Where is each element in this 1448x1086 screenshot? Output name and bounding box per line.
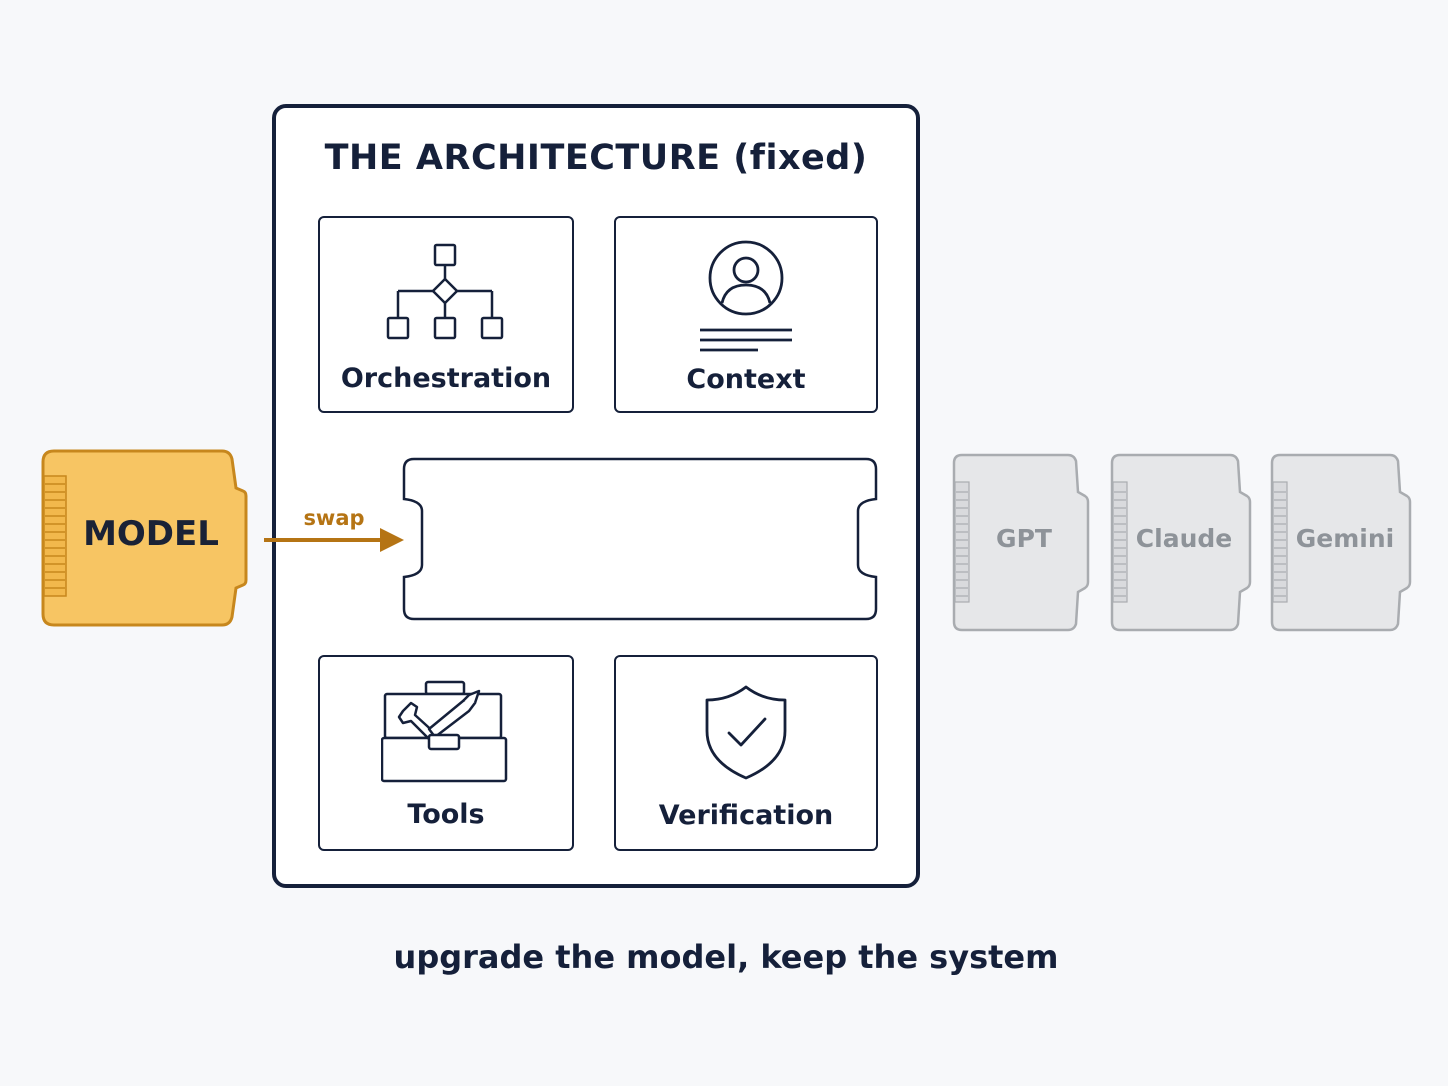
swap-label: swap bbox=[303, 506, 365, 530]
context-label: Context bbox=[686, 364, 806, 395]
context-card: Context bbox=[614, 216, 878, 413]
shield-check-icon bbox=[705, 685, 787, 780]
verification-card: Verification bbox=[614, 655, 878, 851]
model-cartridge[interactable] bbox=[40, 448, 262, 630]
gpt-cartridge[interactable] bbox=[950, 452, 1092, 634]
model-label: MODEL bbox=[83, 514, 219, 554]
caption: upgrade the model, keep the system bbox=[393, 938, 1059, 976]
architecture-title: THE ARCHITECTURE (fixed) bbox=[324, 138, 868, 178]
model-slot bbox=[402, 457, 878, 621]
gpt-label: GPT bbox=[996, 524, 1052, 553]
gemini-cartridge[interactable] bbox=[1268, 452, 1414, 634]
user-profile-icon bbox=[700, 240, 792, 352]
claude-label: Claude bbox=[1135, 524, 1233, 553]
orchestration-card: Orchestration bbox=[318, 216, 574, 413]
claude-cartridge[interactable] bbox=[1108, 452, 1254, 634]
verification-label: Verification bbox=[658, 800, 834, 831]
gemini-label: Gemini bbox=[1295, 524, 1395, 553]
toolbox-icon bbox=[381, 680, 508, 783]
orchestration-label: Orchestration bbox=[340, 363, 552, 394]
swap-arrow-icon bbox=[264, 528, 404, 552]
tools-label: Tools bbox=[407, 799, 485, 830]
flowchart-icon bbox=[386, 243, 504, 340]
tools-card: Tools bbox=[318, 655, 574, 851]
